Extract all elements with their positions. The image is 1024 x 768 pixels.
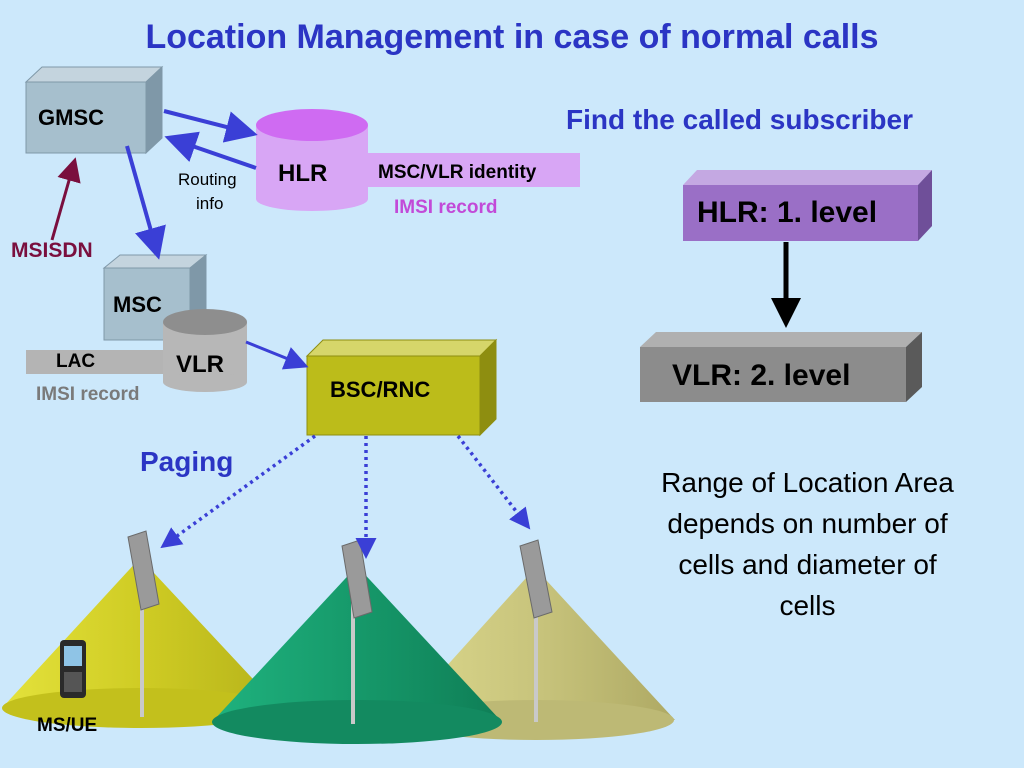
note-line-2: depends on number of [667,508,948,539]
bsc-rnc-label: BSC/RNC [330,377,431,402]
paging-label: Paging [140,446,234,477]
vlr-level-label: VLR: 2. level [672,359,851,392]
hlr-label: HLR [278,160,328,187]
msc-label: MSC [113,292,162,317]
gmsc-to-hlr-arrow [163,109,258,143]
antenna-center [341,539,373,724]
vlr-level-box [640,332,922,402]
routing-info-arrow [164,131,257,170]
note-line-4: cells [779,590,836,621]
vlr-cylinder [163,309,247,392]
phone-icon [60,640,86,698]
cell-green [212,566,502,744]
gmsc-label: GMSC [38,105,104,130]
vlr-record-field: LAC [56,351,96,372]
subtitle: Find the called subscriber [566,104,913,135]
vlr-to-bsc-arrow [245,340,309,370]
hlr-record-name: IMSI record [394,197,498,218]
antenna-right [519,539,553,722]
location-area-note: Range of Location Area depends on number… [610,462,1005,626]
gmsc-to-msc-arrow [125,145,166,260]
hlr-level-label: HLR: 1. level [697,196,878,229]
msisdn-label: MSISDN [11,239,93,262]
slide-title: Location Management in case of normal ca… [145,18,879,56]
paging-arrow-right [456,434,531,530]
ms-ue-label: MS/UE [37,715,98,736]
note-line-1: Range of Location Area [661,467,954,498]
paging-arrow-left [160,434,317,549]
gmsc-box [24,65,164,155]
hlr-cylinder [256,109,368,211]
hlr-record-field: MSC/VLR identity [378,162,537,183]
vlr-record-name: IMSI record [36,384,140,405]
msisdn-arrow [50,157,81,241]
msc-box [102,253,208,342]
antenna-left [127,530,160,717]
routing-info-line1: Routing [178,170,237,189]
hlr-level-box [683,170,932,241]
vlr-record-bar [26,350,176,374]
bsc-rnc-box [305,338,498,437]
hlr-record-bar [350,153,580,187]
routing-info-line2: info [196,194,224,213]
note-line-3: cells and diameter of [678,549,937,580]
vlr-label: VLR [176,351,224,378]
